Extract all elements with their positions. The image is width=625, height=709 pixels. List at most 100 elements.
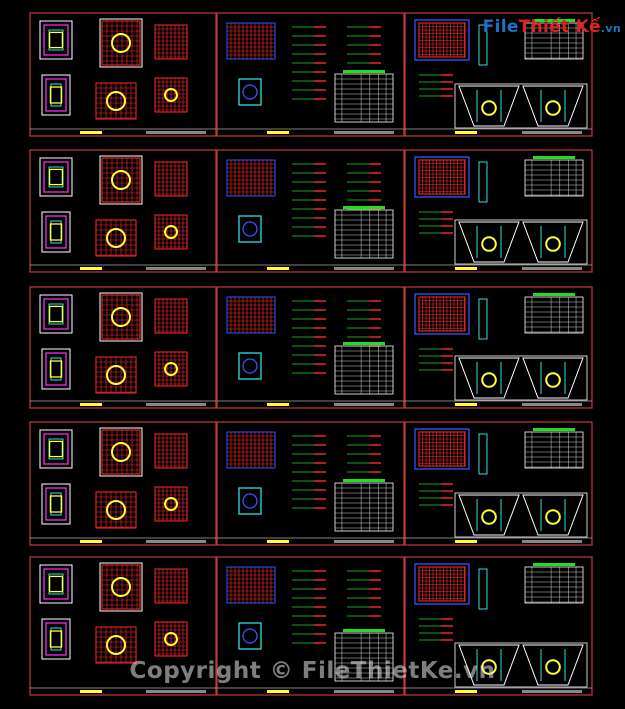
schedule-table (524, 566, 584, 604)
sheet-row (29, 556, 593, 696)
copyright-watermark: Copyright © FileThietKe.vn (129, 658, 496, 684)
pipe-circle (111, 307, 131, 327)
rebar-grid (418, 159, 466, 195)
trench-section (522, 85, 584, 127)
pit-plan (41, 74, 71, 116)
sheet-row (29, 286, 593, 409)
sheet-row (29, 421, 593, 546)
pit-plan (39, 429, 73, 469)
base-plate (238, 622, 262, 650)
drawing-sheet (29, 421, 217, 546)
rebar-grid (418, 431, 466, 467)
pipe-circle (106, 635, 126, 655)
pipe-circle (106, 228, 126, 248)
sheet-frame (216, 421, 405, 546)
site-logo[interactable]: FileThiết Kế.vn (483, 4, 621, 50)
sheet-frame (216, 12, 405, 137)
pipe-circle (545, 236, 561, 252)
pit-plan (39, 564, 73, 604)
rebar-grid (418, 566, 466, 602)
sheet-frame (29, 286, 217, 409)
trench-section (458, 357, 520, 399)
rebar-grid (418, 22, 466, 58)
pipe-circle (545, 659, 561, 675)
rebar-grid (101, 429, 141, 475)
trench-section (522, 644, 584, 686)
drawing-sheet (29, 149, 217, 273)
base-plate (238, 78, 262, 106)
sheet-frame (404, 556, 593, 696)
base-plate (238, 487, 262, 515)
pit-plan (39, 294, 73, 334)
pit-plan (41, 348, 71, 390)
sheet-row (29, 149, 593, 273)
drawing-sheet (404, 421, 593, 546)
drawing-sheet (404, 149, 593, 273)
trench-section (522, 357, 584, 399)
base-plate (238, 352, 262, 380)
pipe-circle (545, 372, 561, 388)
pit-plan (41, 483, 71, 525)
sheet-frame (404, 149, 593, 273)
rebar-grid (101, 294, 141, 340)
pipe-circle (481, 372, 497, 388)
schedule-table (524, 22, 584, 60)
sheet-frame (29, 149, 217, 273)
sheet-frame (216, 286, 405, 409)
trench-section (522, 494, 584, 536)
drawing-sheet (29, 286, 217, 409)
pit-plan (41, 618, 71, 660)
trench-section (522, 221, 584, 263)
pipe-circle (106, 500, 126, 520)
sheet-frame (404, 286, 593, 409)
drawing-sheet (404, 556, 593, 696)
section-box (454, 642, 588, 688)
pipe-circle (545, 100, 561, 116)
pipe-circle (164, 362, 178, 376)
pipe-circle (545, 509, 561, 525)
drawing-sheet (404, 12, 593, 137)
drawing-sheet (216, 286, 405, 409)
pit-plan (39, 157, 73, 197)
pipe-circle (164, 632, 178, 646)
section-box (454, 83, 588, 129)
pit-plan (41, 211, 71, 253)
drawing-sheet (29, 556, 217, 696)
pipe-circle (164, 225, 178, 239)
pipe-circle (106, 91, 126, 111)
pipe-circle (164, 497, 178, 511)
rebar-grid (418, 296, 466, 332)
rebar-grid (101, 564, 141, 610)
drawing-sheet (216, 421, 405, 546)
base-plate (238, 215, 262, 243)
sheet-frame (216, 149, 405, 273)
pipe-circle (481, 100, 497, 116)
drawing-sheet (216, 556, 405, 696)
pipe-circle (111, 577, 131, 597)
drawing-sheets (29, 12, 593, 696)
schedule-table (334, 632, 394, 682)
trench-section (458, 221, 520, 263)
schedule-table (524, 159, 584, 197)
sheet-frame (216, 556, 405, 696)
sheet-frame (29, 556, 217, 696)
rebar-grid (101, 157, 141, 203)
sheet-row (29, 12, 593, 137)
pipe-circle (111, 442, 131, 462)
section-box (454, 355, 588, 401)
sheet-frame (404, 12, 593, 137)
schedule-table (524, 296, 584, 334)
schedule-table (524, 431, 584, 469)
sheet-frame (29, 12, 217, 137)
pipe-circle (164, 88, 178, 102)
schedule-table (334, 209, 394, 259)
pipe-circle (106, 365, 126, 385)
drawing-sheet (404, 286, 593, 409)
trench-section (458, 85, 520, 127)
section-box (454, 492, 588, 538)
drawing-sheet (29, 12, 217, 137)
drawing-sheet (216, 12, 405, 137)
section-box (454, 219, 588, 265)
pipe-circle (111, 170, 131, 190)
